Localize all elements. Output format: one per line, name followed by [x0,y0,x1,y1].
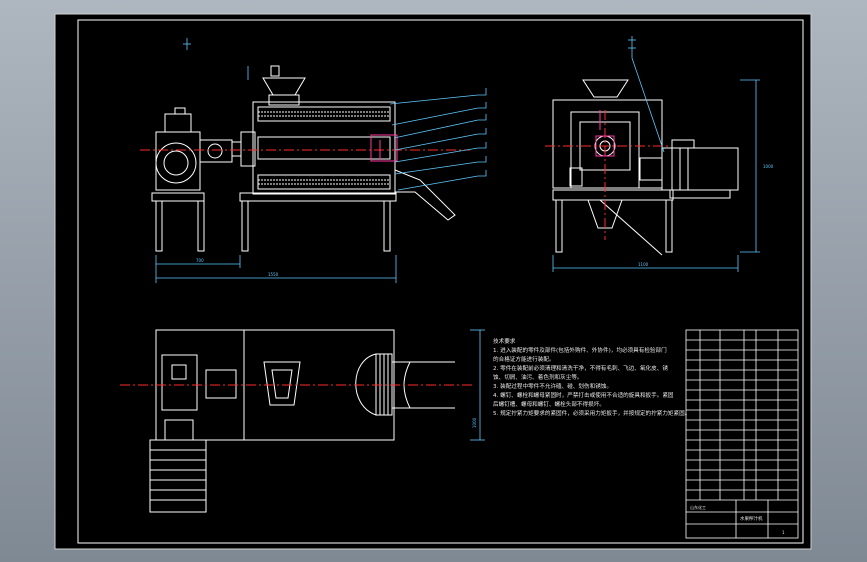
plan-height-dim: 1000 [472,417,477,428]
notes-line-1: 1. 进入装配的零件及部件(包括外购件、外协件)，均必须具有检验部门 [493,348,667,354]
title-block-sheet-no: 1 [782,530,785,535]
sheet-background [54,13,812,550]
front-offset-dim: 700 [196,258,204,263]
side-dimensions [552,36,760,272]
front-leaders [155,38,487,283]
notes-title: 技术要求 [493,339,516,345]
notes-line-6: 4. 螺钉、螺栓和螺母紧固时，严禁打击或使用不合适的旋具和扳手。紧固 [493,393,674,399]
front-view [151,65,456,252]
technical-requirements: 技术要求 1. 进入装配的零件及部件(包括外购件、外协件)，均必须具有检验部门 … [493,338,691,419]
front-accents [370,134,398,162]
notes-line-3: 2. 零件在装配前必须清理和清洗干净，不得有毛刺、飞边、氧化皮、锈 [493,366,668,372]
side-width-dim: 1100 [638,262,649,267]
notes-line-4: 蚀、切屑、油污、着色剂和灰尘等。 [493,375,583,381]
title-block-drawing-name: 水果榨汁机 [740,515,763,522]
notes-line-8: 5. 规定拧紧力矩要求的紧固件，必须采用力矩扳手，并按规定的拧紧力矩紧固。 [493,411,691,417]
title-block-company: 山东化工 [690,504,706,510]
drawing-frame [77,19,804,544]
notes-line-5: 3. 装配过程中零件不允许磕、碰、划伤和锈蚀。 [493,384,612,390]
title-block [685,329,799,539]
front-width-dim: 1550 [268,272,279,277]
side-height-dim: 1000 [763,164,774,169]
side-accents [595,110,615,157]
notes-line-7: 后螺钉槽、螺母和螺钉、螺栓头部不得损坏。 [493,402,605,408]
notes-line-2: 的合格证方能进行装配。 [493,357,555,363]
plan-dimensions [470,329,485,441]
